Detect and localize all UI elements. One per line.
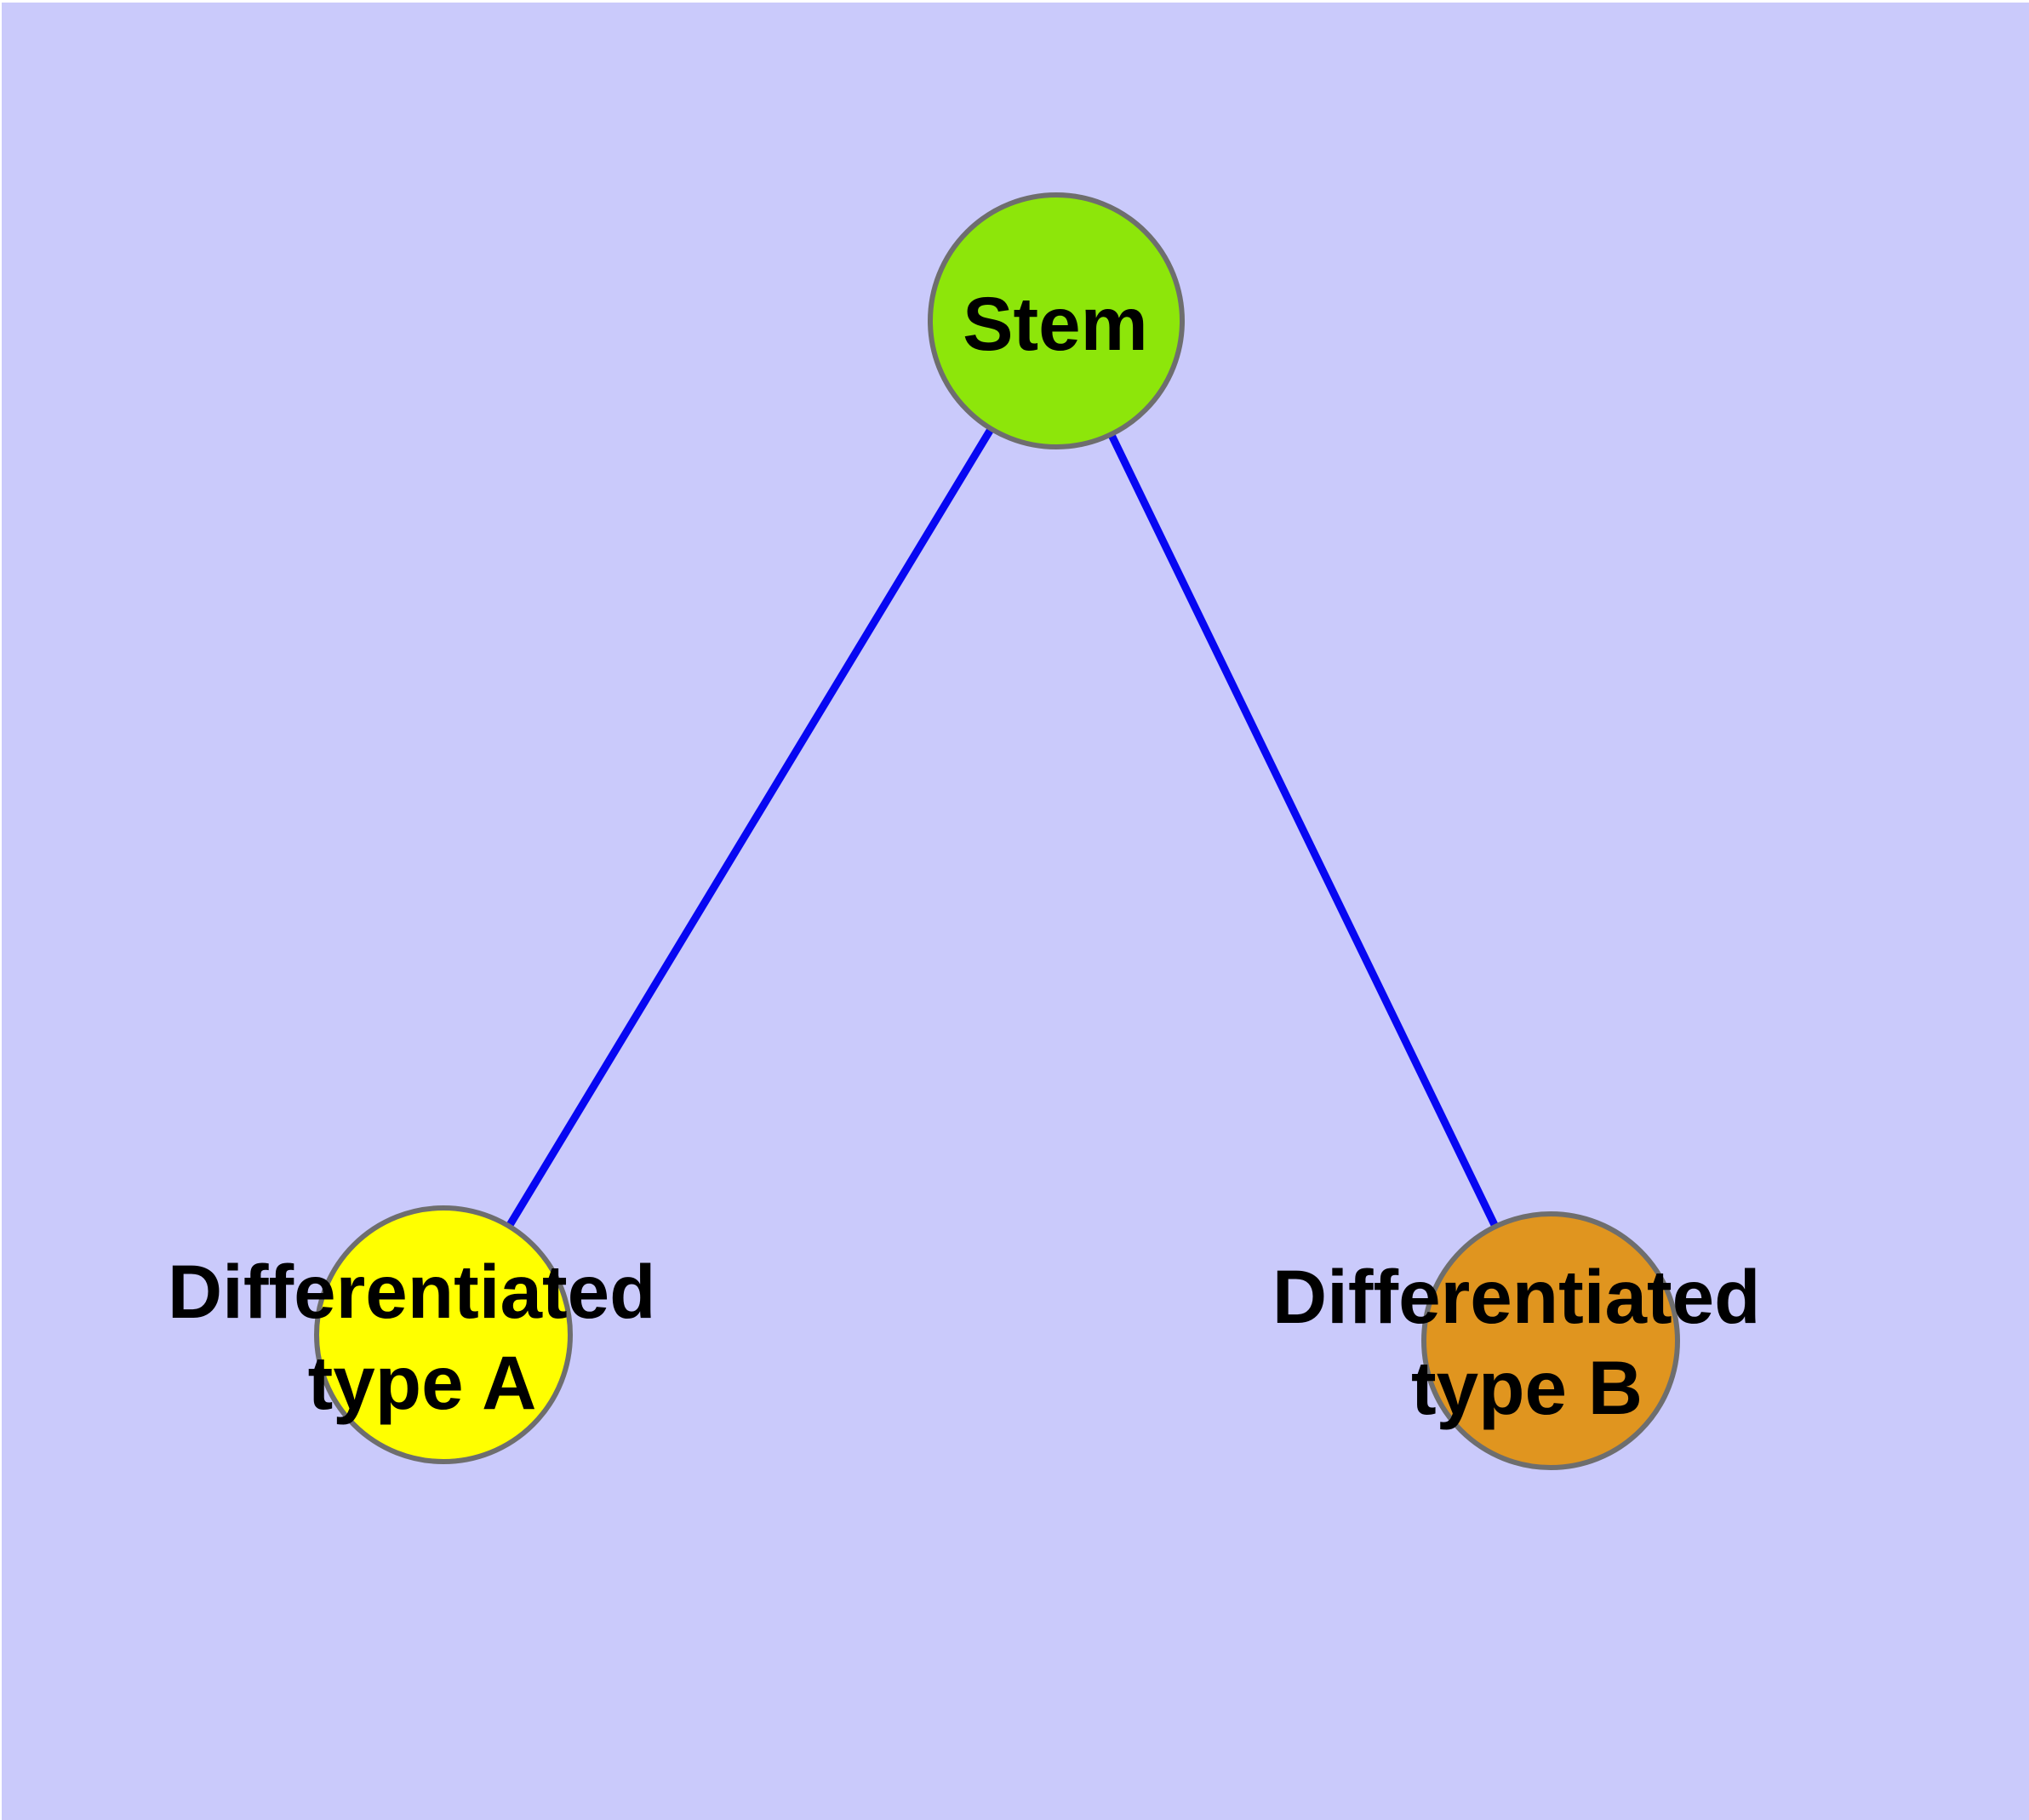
node-differentiated-type-b-circle [1421,1211,1680,1470]
diagram-canvas: Stem Differentiated type A Differentiate… [2,3,2029,1820]
node-differentiated-type-a-label: Differentiated type A [168,1249,677,1425]
node-differentiated-type-a-label-line2: type A [308,1340,537,1425]
edge-stem-to-type-a [440,318,1060,1337]
node-differentiated-type-a-circle [314,1205,573,1464]
node-differentiated-type-b-label: Differentiated type B [1272,1254,1781,1430]
node-differentiated-type-a-label-line1: Differentiated [168,1249,656,1334]
node-differentiated-type-b-label-line1: Differentiated [1272,1254,1761,1339]
edge-stem-to-type-b [1052,319,1555,1342]
node-stem-circle [928,192,1185,449]
node-differentiated-type-a: Differentiated type A [168,1205,677,1464]
node-differentiated-type-b-label-line2: type B [1411,1345,1643,1430]
node-stem-label-line1: Stem [963,281,1148,366]
graph-diagram: Stem Differentiated type A Differentiate… [2,3,2029,1820]
node-stem: Stem [928,192,1185,449]
node-differentiated-type-b: Differentiated type B [1272,1211,1781,1470]
node-stem-label: Stem [963,281,1148,366]
